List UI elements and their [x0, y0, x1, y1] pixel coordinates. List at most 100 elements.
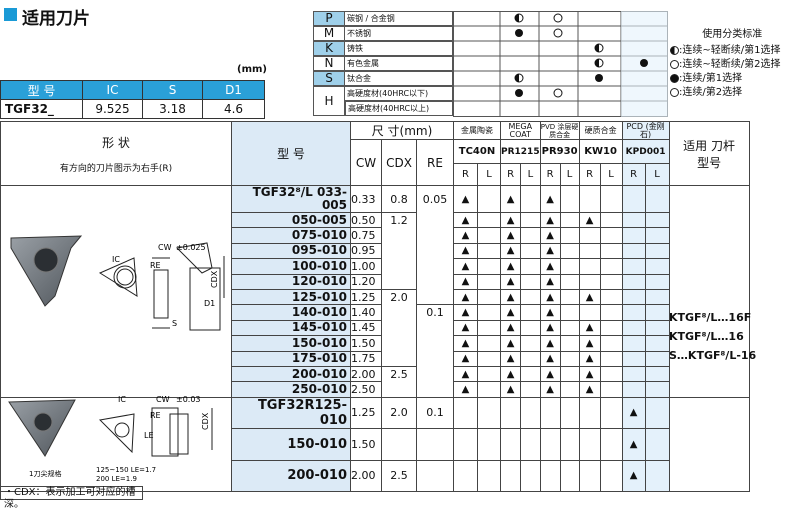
footer-note: ・CDX：表示加工可对应的槽深。	[0, 486, 143, 509]
hand-l: L	[599, 163, 623, 186]
availability-cell: ▲	[499, 319, 522, 337]
availability-cell	[621, 319, 646, 337]
dims-header: IC	[82, 80, 143, 100]
unit-label: (mm)	[237, 64, 267, 75]
holder-cell	[668, 396, 750, 493]
re-cell: 0.1	[416, 304, 454, 321]
material-row: M 不锈钢	[313, 26, 453, 41]
model-cell: 250-010	[231, 381, 351, 398]
material-letter: S	[313, 71, 345, 86]
s-label: S	[172, 319, 177, 328]
grade-code: KW10	[578, 139, 623, 164]
model-cell: 145-010	[231, 319, 351, 337]
availability-cell: ▲	[499, 273, 522, 290]
dims-table: 型 号 IC S D1 TGF32_ 9.525 3.18 4.6	[0, 80, 265, 119]
re-cell	[416, 459, 454, 493]
available-triangle-icon: ▲	[506, 230, 515, 242]
re-cell	[416, 320, 454, 336]
model-cell: 050-005	[231, 211, 351, 229]
material-letter: K	[313, 41, 345, 56]
availability-cell	[599, 273, 623, 290]
availability-cell	[559, 258, 580, 275]
hand-r: R	[621, 163, 646, 186]
availability-cell	[621, 381, 646, 398]
availability-cell	[477, 335, 501, 352]
cdx-cell: 1.2	[381, 211, 417, 228]
material-name: 碳钢 / 合金钢	[345, 11, 453, 26]
re-header: RE	[416, 139, 454, 186]
availability-cell	[559, 428, 580, 461]
availability-cell	[599, 304, 623, 321]
availability-cell: ▲	[453, 227, 478, 244]
insert-drawing-2: IC CW ±0.03 RE LE CDX 125~150 LE=1.7 200…	[96, 395, 213, 483]
availability-cell	[578, 428, 601, 461]
hand-r: R	[453, 163, 478, 186]
cdx-label: CDX	[201, 412, 210, 430]
availability-cell	[520, 335, 541, 352]
available-triangle-icon: ▲	[506, 383, 515, 395]
holder-item: KTGF⁸/L…16	[669, 330, 744, 343]
re-label: RE	[150, 261, 161, 270]
grade-code: PR930	[539, 139, 580, 164]
material-grade-grid	[453, 11, 668, 117]
availability-cell	[644, 227, 670, 244]
model-cell: 120-010	[231, 273, 351, 290]
model-cell: 100-010	[231, 258, 351, 275]
material-letter: N	[313, 56, 345, 71]
available-triangle-icon: ▲	[585, 322, 594, 334]
availability-cell	[520, 350, 541, 367]
dims-cell: 4.6	[202, 99, 265, 119]
availability-cell: ▲	[621, 428, 646, 461]
cdx-cell	[381, 320, 417, 336]
availability-cell: ▲	[539, 273, 561, 290]
available-triangle-icon: ▲	[461, 214, 470, 226]
material-name: 不锈钢	[345, 26, 453, 41]
cdx-cell	[381, 304, 417, 321]
legend-item: :连续/第2选择	[670, 86, 780, 100]
availability-cell: ▲	[539, 242, 561, 260]
available-triangle-icon: ▲	[461, 383, 470, 395]
cdx-cell	[381, 258, 417, 275]
ic-label: IC	[112, 255, 120, 264]
availability-cell	[559, 459, 580, 493]
cdx-cell	[381, 335, 417, 352]
availability-cell: ▲	[499, 211, 522, 229]
availability-cell	[559, 381, 580, 398]
cdx-cell: 2.5	[381, 459, 417, 493]
dims-header: 型 号	[0, 80, 83, 100]
material-name: 铸铁	[345, 41, 453, 56]
material-name: 高硬度材(40HRC以下)	[345, 86, 453, 101]
available-triangle-icon: ▲	[585, 353, 594, 365]
grade-cat: 硬质合金	[578, 121, 623, 140]
cw-cell: 2.00	[350, 459, 382, 493]
availability-cell	[499, 459, 522, 493]
available-triangle-icon: ▲	[585, 368, 594, 380]
availability-cell	[621, 335, 646, 352]
cw-cell: 1.50	[350, 428, 382, 461]
model-cell: 075-010	[231, 227, 351, 244]
cdx-label: CDX	[210, 270, 219, 288]
availability-cell	[621, 365, 646, 383]
availability-cell: ▲	[539, 258, 561, 275]
availability-cell: ▲	[578, 211, 601, 229]
holder-item: KTGF⁸/L…16F	[669, 311, 752, 324]
availability-cell	[599, 459, 623, 493]
title-marker	[4, 8, 17, 21]
availability-cell	[477, 288, 501, 306]
material-row: S 钛合金	[313, 71, 453, 86]
cdx-cell	[381, 381, 417, 398]
available-triangle-icon: ▲	[461, 307, 470, 319]
availability-cell	[520, 459, 541, 493]
le-note: 125~150 LE=1.7	[96, 466, 156, 474]
availability-cell	[599, 365, 623, 383]
availability-cell: ▲	[453, 258, 478, 275]
cw-cell: 0.75	[350, 227, 382, 244]
availability-cell: ▲	[499, 258, 522, 275]
availability-cell	[539, 396, 561, 430]
availability-cell	[599, 428, 623, 461]
availability-cell: ▲	[578, 381, 601, 398]
availability-cell	[477, 211, 501, 229]
availability-cell	[559, 350, 580, 367]
available-triangle-icon: ▲	[629, 470, 638, 482]
